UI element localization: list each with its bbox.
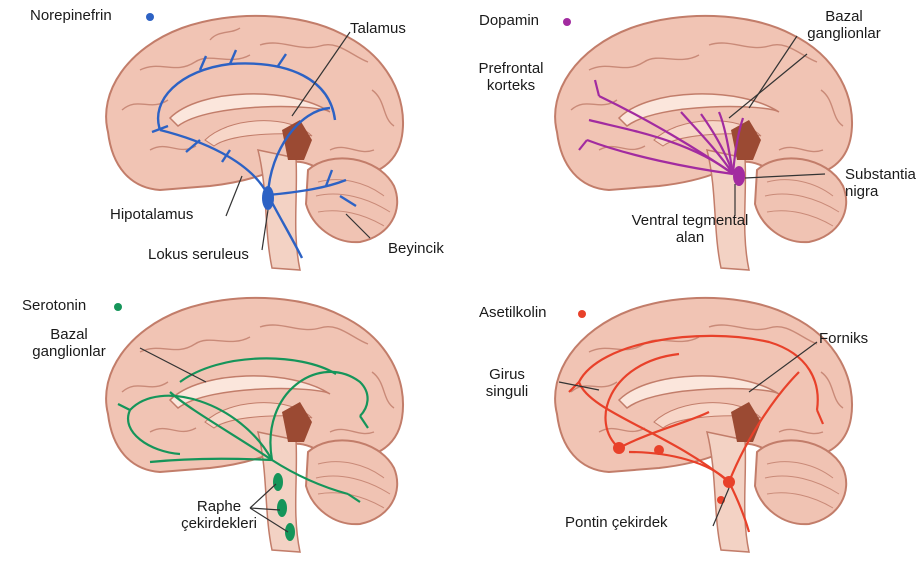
panel-title: Serotonin bbox=[22, 297, 86, 314]
label-beyincik: Beyincik bbox=[388, 240, 444, 257]
legend-dot bbox=[563, 18, 571, 26]
brainstem bbox=[258, 150, 300, 270]
legend-dot bbox=[114, 303, 122, 311]
substantia-nigra-marker bbox=[733, 166, 745, 186]
label-ventral-tegmental-alan: Ventral tegmental alan bbox=[629, 212, 751, 246]
cerebellum bbox=[306, 158, 397, 242]
panel-serotonin: Serotonin Bazal ganglionlar Raphe çekird… bbox=[0, 282, 462, 563]
label-forniks: Forniks bbox=[819, 330, 868, 347]
locus-coeruleus-marker bbox=[262, 186, 274, 210]
label-talamus: Talamus bbox=[350, 20, 406, 37]
panel-asetilkolin: Asetilkolin Forniks Girus singuli Pontin… bbox=[461, 282, 923, 563]
legend-dot bbox=[578, 310, 586, 318]
panel-title: Dopamin bbox=[479, 12, 539, 29]
legend-dot bbox=[146, 13, 154, 21]
label-hipotalamus: Hipotalamus bbox=[110, 206, 193, 223]
label-substantia-nigra: Substantia nigra bbox=[845, 166, 919, 200]
label-lokus-seruleus: Lokus seruleus bbox=[148, 246, 249, 263]
label-bazal-ganglionlar: Bazal ganglionlar bbox=[806, 8, 882, 42]
label-raphe-cekirdekleri: Raphe çekirdekleri bbox=[178, 498, 260, 532]
brain-illustration bbox=[461, 282, 923, 563]
panel-title: Asetilkolin bbox=[479, 304, 547, 321]
panel-dopamin: Dopamin Bazal ganglionlar Prefrontal kor… bbox=[461, 0, 923, 282]
label-prefrontal-korteks: Prefrontal korteks bbox=[461, 60, 561, 94]
label-pontin-cekirdek: Pontin çekirdek bbox=[565, 514, 668, 531]
label-girus-singuli: Girus singuli bbox=[477, 366, 537, 400]
label-bazal-ganglionlar: Bazal ganglionlar bbox=[20, 326, 118, 360]
panel-norepinefrin: Norepinefrin Talamus Hipotalamus Lokus s… bbox=[0, 0, 462, 282]
panel-title: Norepinefrin bbox=[30, 7, 112, 24]
